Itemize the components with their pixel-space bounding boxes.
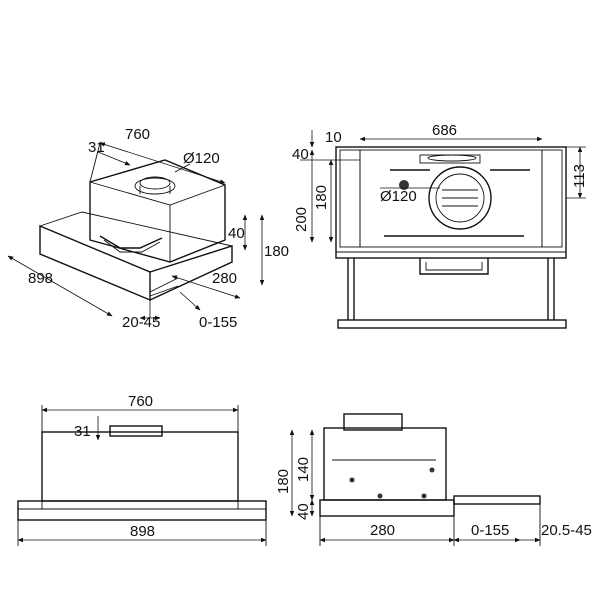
iso-width-label: 760 bbox=[125, 126, 150, 143]
br-h180-label: 180 bbox=[275, 469, 292, 494]
front-h200-label: 200 bbox=[293, 207, 310, 232]
isometric-view: 760 31 Ø120 40 180 898 280 20-45 0-155 bbox=[7, 126, 289, 331]
bottom-right-view: 180 140 40 280 0-155 20.5-45 bbox=[275, 413, 592, 546]
front-view: 10 686 40 200 180 Ø120 113 bbox=[292, 122, 588, 329]
iso-total-width-label: 898 bbox=[28, 270, 53, 287]
iso-duct-label: Ø120 bbox=[183, 150, 220, 167]
front-small-h-label: 40 bbox=[292, 146, 309, 163]
iso-depth-label: 280 bbox=[212, 270, 237, 287]
iso-slide-range-label: 0-155 bbox=[199, 314, 237, 331]
bl-total-width-label: 898 bbox=[130, 523, 155, 540]
front-h180-label: 180 bbox=[313, 185, 330, 210]
iso-height-top-label: 40 bbox=[228, 225, 245, 242]
bottom-left-view: 760 31 898 bbox=[17, 393, 267, 546]
front-duct-label: Ø120 bbox=[380, 188, 417, 205]
front-inner-width-label: 686 bbox=[432, 122, 457, 139]
iso-total-height-label: 180 bbox=[264, 243, 289, 260]
br-h140-label: 140 bbox=[295, 457, 312, 482]
bl-width-label: 760 bbox=[128, 393, 153, 410]
front-top-offset-label: 10 bbox=[325, 129, 342, 146]
br-slide-range-label: 0-155 bbox=[471, 522, 509, 539]
iso-drawer-range-label: 20-45 bbox=[122, 314, 160, 331]
br-drawer-range-label: 20.5-45 bbox=[541, 522, 592, 539]
front-right-h-label: 113 bbox=[571, 164, 588, 188]
bl-offset-label: 31 bbox=[74, 423, 91, 440]
br-h40-label: 40 bbox=[295, 503, 312, 520]
iso-offset-label: 31 bbox=[88, 139, 105, 156]
br-depth-label: 280 bbox=[370, 522, 395, 539]
